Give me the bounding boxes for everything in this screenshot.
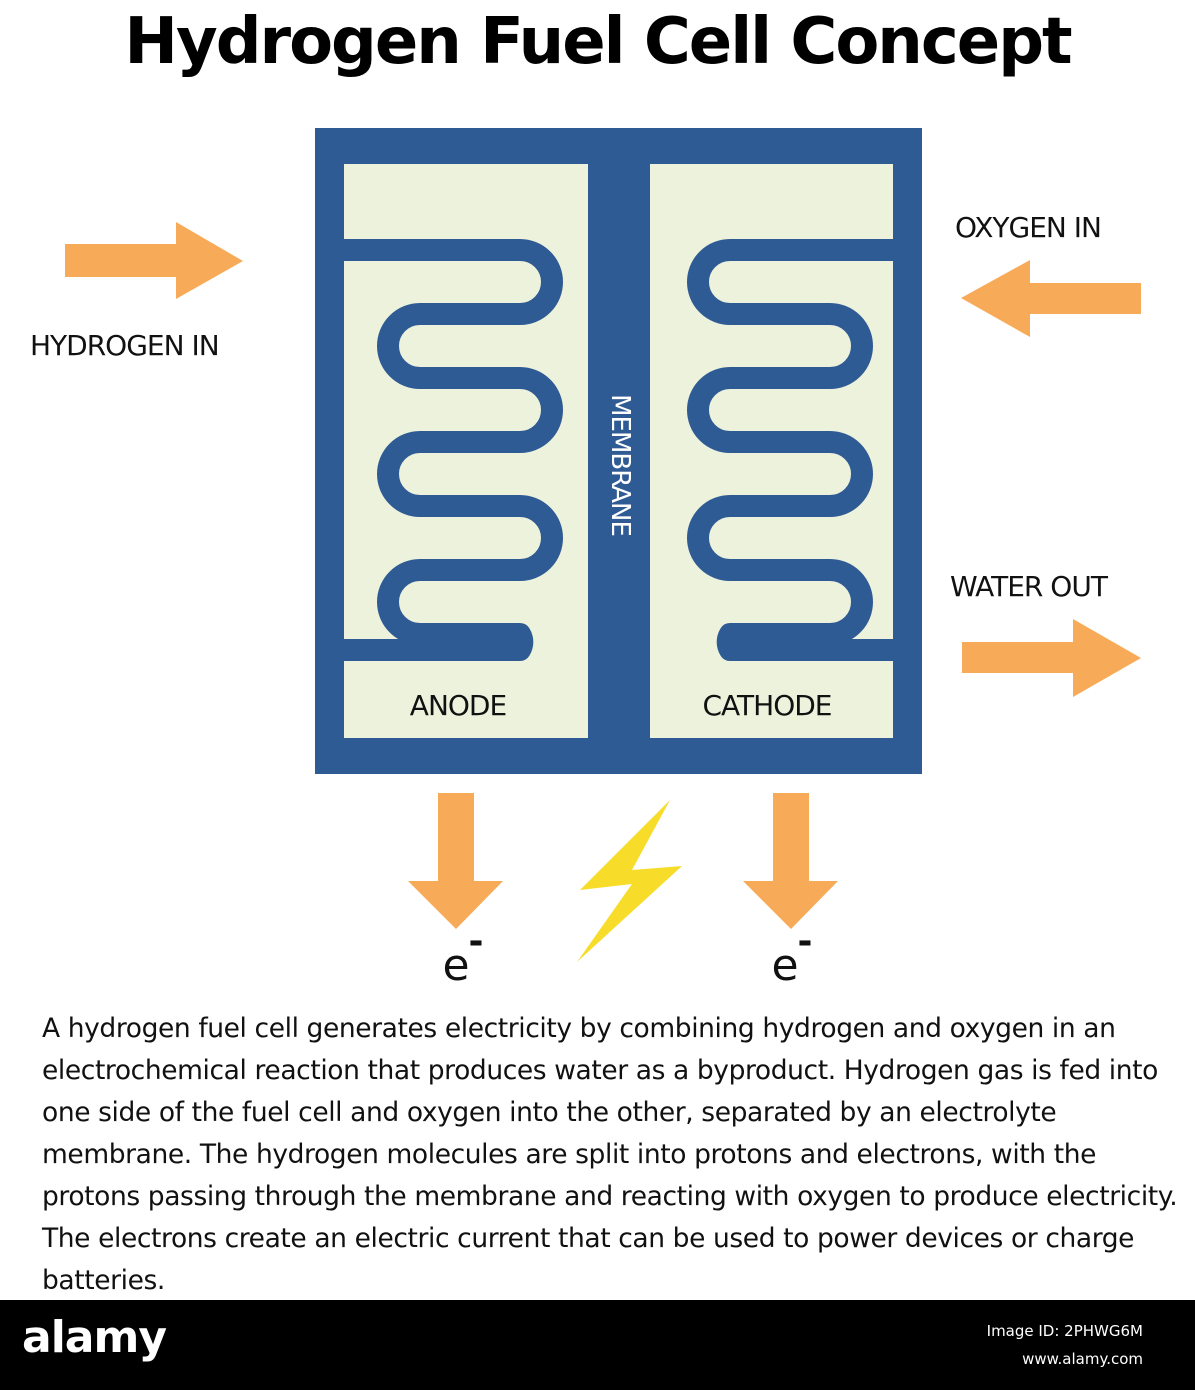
brand-logo: alamy xyxy=(22,1312,167,1363)
hydrogen-in-label: HYDROGEN IN xyxy=(30,329,219,362)
hydrogen-in-arrow-icon xyxy=(65,222,243,299)
cathode-flow-channel xyxy=(687,239,893,661)
anode-flow-channel xyxy=(344,239,563,661)
anode-electron-charge: - xyxy=(469,921,484,962)
image-id-label: Image ID: 2PHWG6M xyxy=(986,1322,1143,1340)
cathode-label: CATHODE xyxy=(703,689,832,722)
water-out-label: WATER OUT xyxy=(950,570,1109,603)
cathode-electron-arrow-icon xyxy=(743,793,838,929)
lightning-bolt-icon xyxy=(577,800,682,962)
cathode-electron-charge: - xyxy=(798,921,813,962)
anode-label: ANODE xyxy=(410,689,506,722)
footer-bar: alamy Image ID: 2PHWG6M www.alamy.com xyxy=(0,1300,1195,1390)
membrane-label: MEMBRANE xyxy=(605,394,635,536)
oxygen-in-label: OXYGEN IN xyxy=(955,211,1101,244)
anode-electron-symbol: e xyxy=(442,940,469,991)
oxygen-in-arrow-icon xyxy=(961,260,1141,337)
description-paragraph: A hydrogen fuel cell generates electrici… xyxy=(42,1013,1178,1296)
fuel-cell-diagram: ANODE CATHODE MEMBRANE HYDROGEN IN OXYGE… xyxy=(30,128,1141,991)
cathode-electron-symbol: e xyxy=(771,940,798,991)
water-out-arrow-icon xyxy=(962,619,1141,697)
page-title: Hydrogen Fuel Cell Concept xyxy=(124,5,1072,79)
site-url: www.alamy.com xyxy=(1022,1350,1143,1368)
anode-electron-arrow-icon xyxy=(408,793,503,929)
